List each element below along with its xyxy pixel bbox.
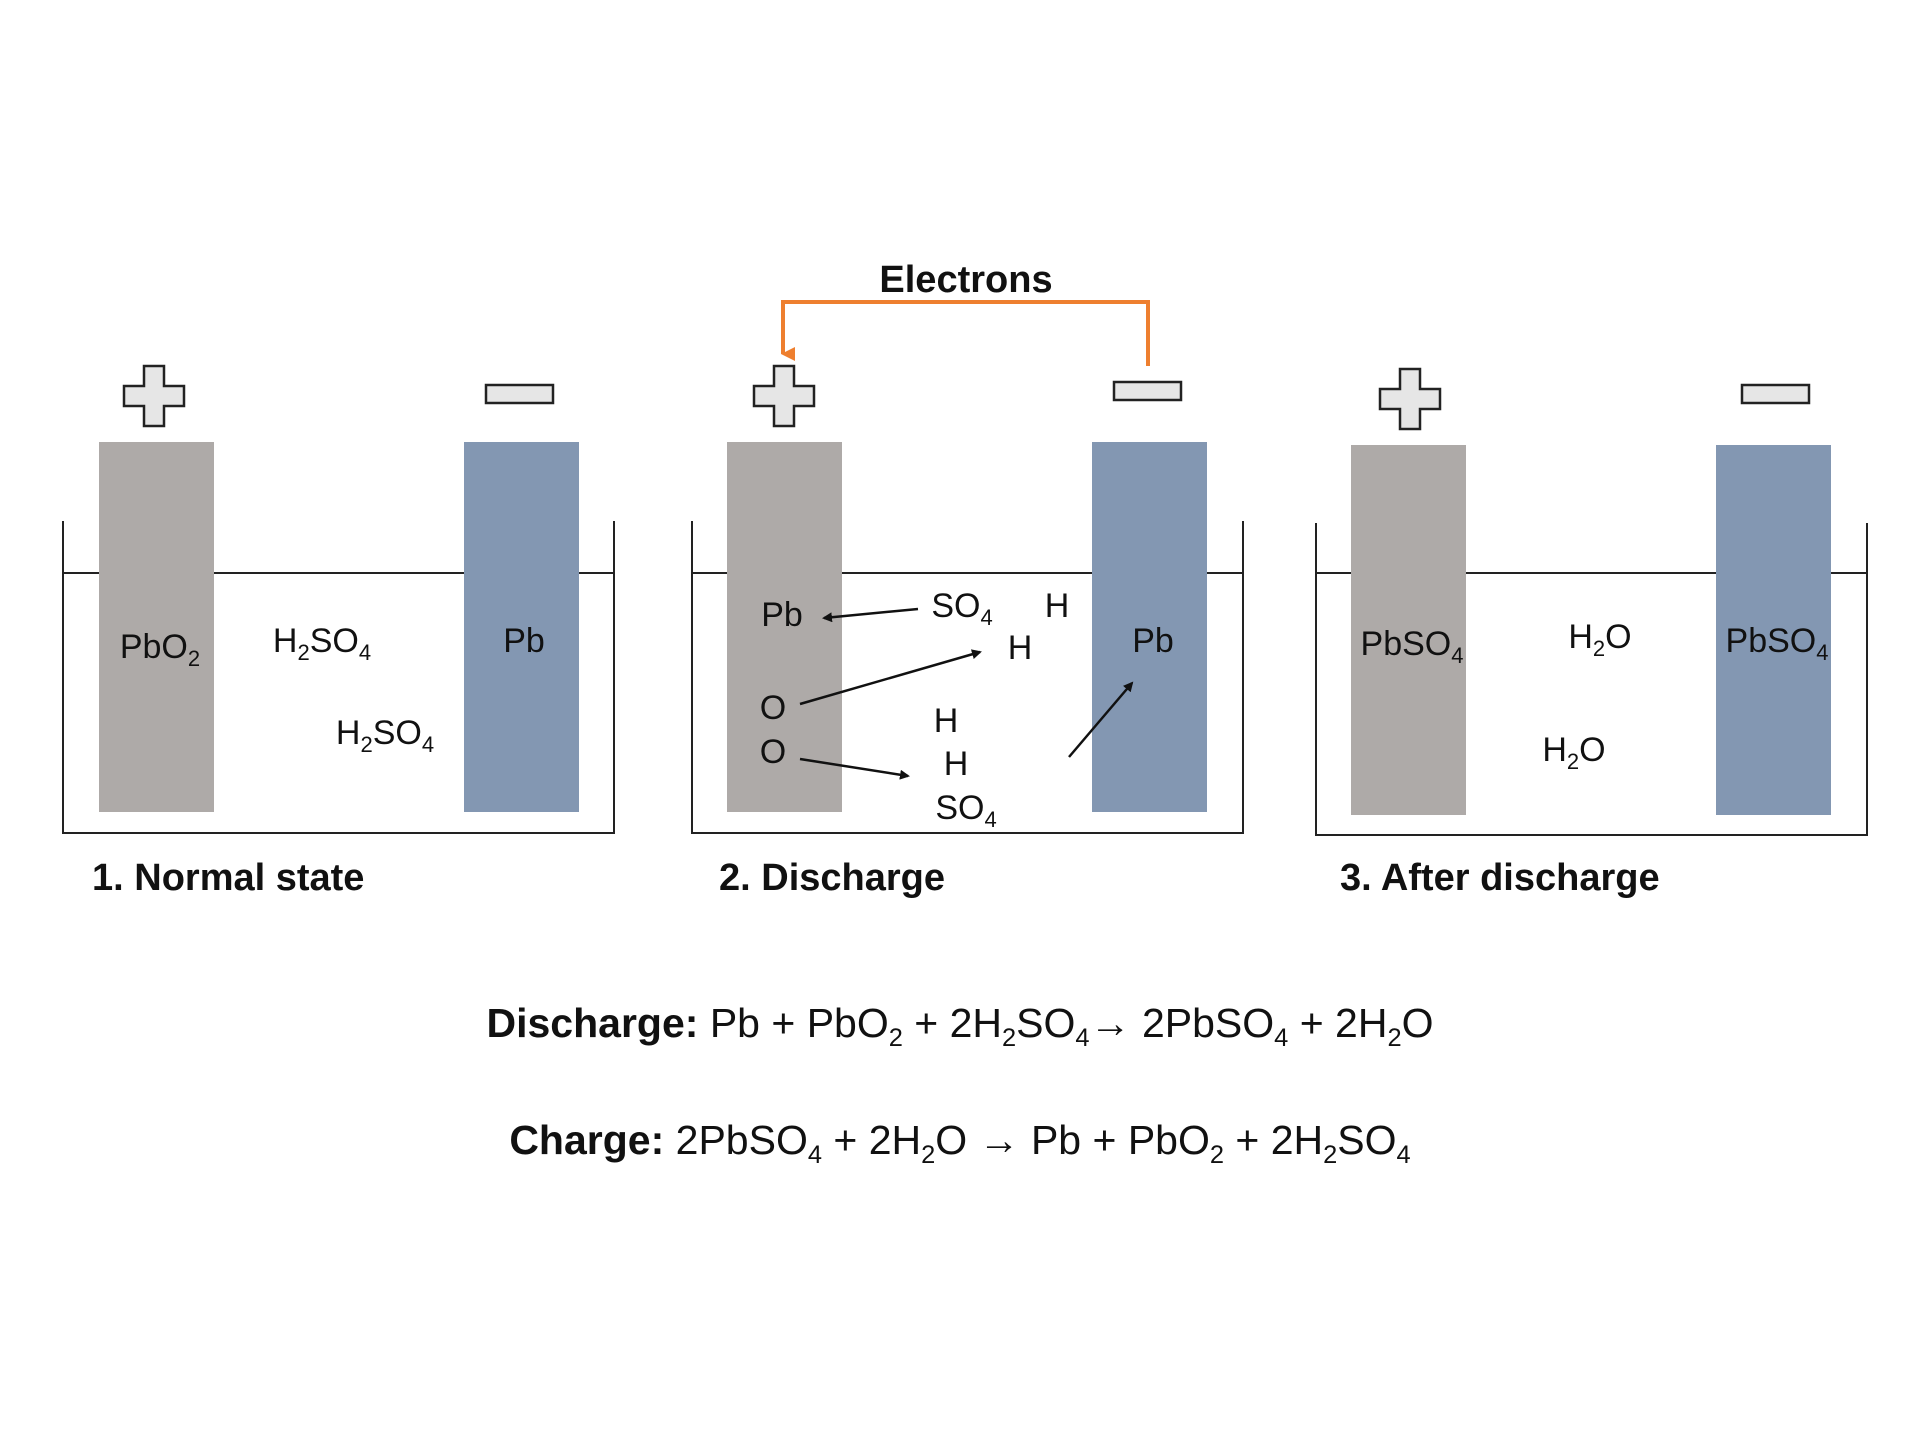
- oxygen-ion-label: O: [760, 689, 786, 727]
- minus-terminal-icon: [484, 383, 555, 405]
- plus-terminal-icon: [752, 364, 816, 428]
- plate-label-pbo2: PbO2: [120, 628, 200, 671]
- hydrogen-ion-label: H: [934, 702, 959, 740]
- equation-text: Pb + PbO2 + 2H2SO4→ 2PbSO4 + 2H2O: [709, 1000, 1434, 1052]
- minus-terminal-icon: [1112, 380, 1183, 402]
- hydrogen-ion-label: H: [1008, 629, 1033, 667]
- hydrogen-ion-label: H: [1045, 587, 1070, 625]
- solution-label-h2o: H2O: [1542, 731, 1605, 774]
- plus-terminal-icon: [1378, 367, 1442, 431]
- equation-label: Charge:: [509, 1117, 665, 1163]
- electron-flow-arrow: [781, 300, 1150, 366]
- sulfate-ion-label: SO4: [935, 789, 996, 832]
- cell-caption: 2. Discharge: [719, 857, 945, 899]
- plate-label-pbso4: PbSO4: [1726, 622, 1829, 665]
- plate-label-pb: Pb: [761, 596, 803, 634]
- charge-equation: Charge: 2PbSO4 + 2H2O → Pb + PbO2 + 2H2S…: [0, 1117, 1920, 1169]
- positive-plate: [99, 442, 214, 812]
- equation-label: Discharge:: [486, 1000, 699, 1046]
- plus-terminal-icon: [122, 364, 186, 428]
- hydrogen-ion-label: H: [944, 745, 969, 783]
- positive-plate: [727, 442, 842, 812]
- solution-label-h2o: H2O: [1568, 618, 1631, 661]
- electrons-label: Electrons: [879, 259, 1052, 301]
- plate-label-pbso4: PbSO4: [1361, 625, 1464, 668]
- cell-after-discharge: PbSO4 PbSO4 H2O H2O 3. After discharge: [1315, 367, 1868, 899]
- solution-label-h2so4: H2SO4: [336, 714, 434, 757]
- cell-container: [62, 521, 615, 834]
- equation-text: 2PbSO4 + 2H2O → Pb + PbO2 + 2H2SO4: [675, 1117, 1411, 1169]
- cell-container: [1315, 523, 1868, 836]
- reaction-arrow: [822, 607, 919, 623]
- reaction-arrow: [799, 649, 982, 706]
- cell-container: [691, 521, 1244, 834]
- cell-caption: 3. After discharge: [1340, 857, 1660, 899]
- reaction-arrow: [799, 757, 910, 780]
- cell-caption: 1. Normal state: [92, 857, 364, 899]
- positive-plate: [1351, 445, 1466, 815]
- cell-discharge: Electrons Pb Pb O O SO4 H H H H SO4 2. D…: [691, 259, 1244, 899]
- solution-label-h2so4: H2SO4: [273, 622, 371, 665]
- oxygen-ion-label: O: [760, 733, 786, 771]
- sulfate-ion-label: SO4: [931, 587, 992, 630]
- cell-normal-state: PbO2 Pb H2SO4 H2SO4 1. Normal state: [62, 364, 615, 899]
- minus-terminal-icon: [1740, 383, 1811, 405]
- negative-plate: [1716, 445, 1831, 815]
- plate-label-pb: Pb: [1132, 622, 1174, 660]
- negative-plate: [464, 442, 579, 812]
- negative-plate: [1092, 442, 1207, 812]
- plate-label-pb: Pb: [503, 622, 545, 660]
- reaction-arrow: [1068, 681, 1134, 758]
- discharge-equation: Discharge: Pb + PbO2 + 2H2SO4→ 2PbSO4 + …: [0, 1000, 1920, 1052]
